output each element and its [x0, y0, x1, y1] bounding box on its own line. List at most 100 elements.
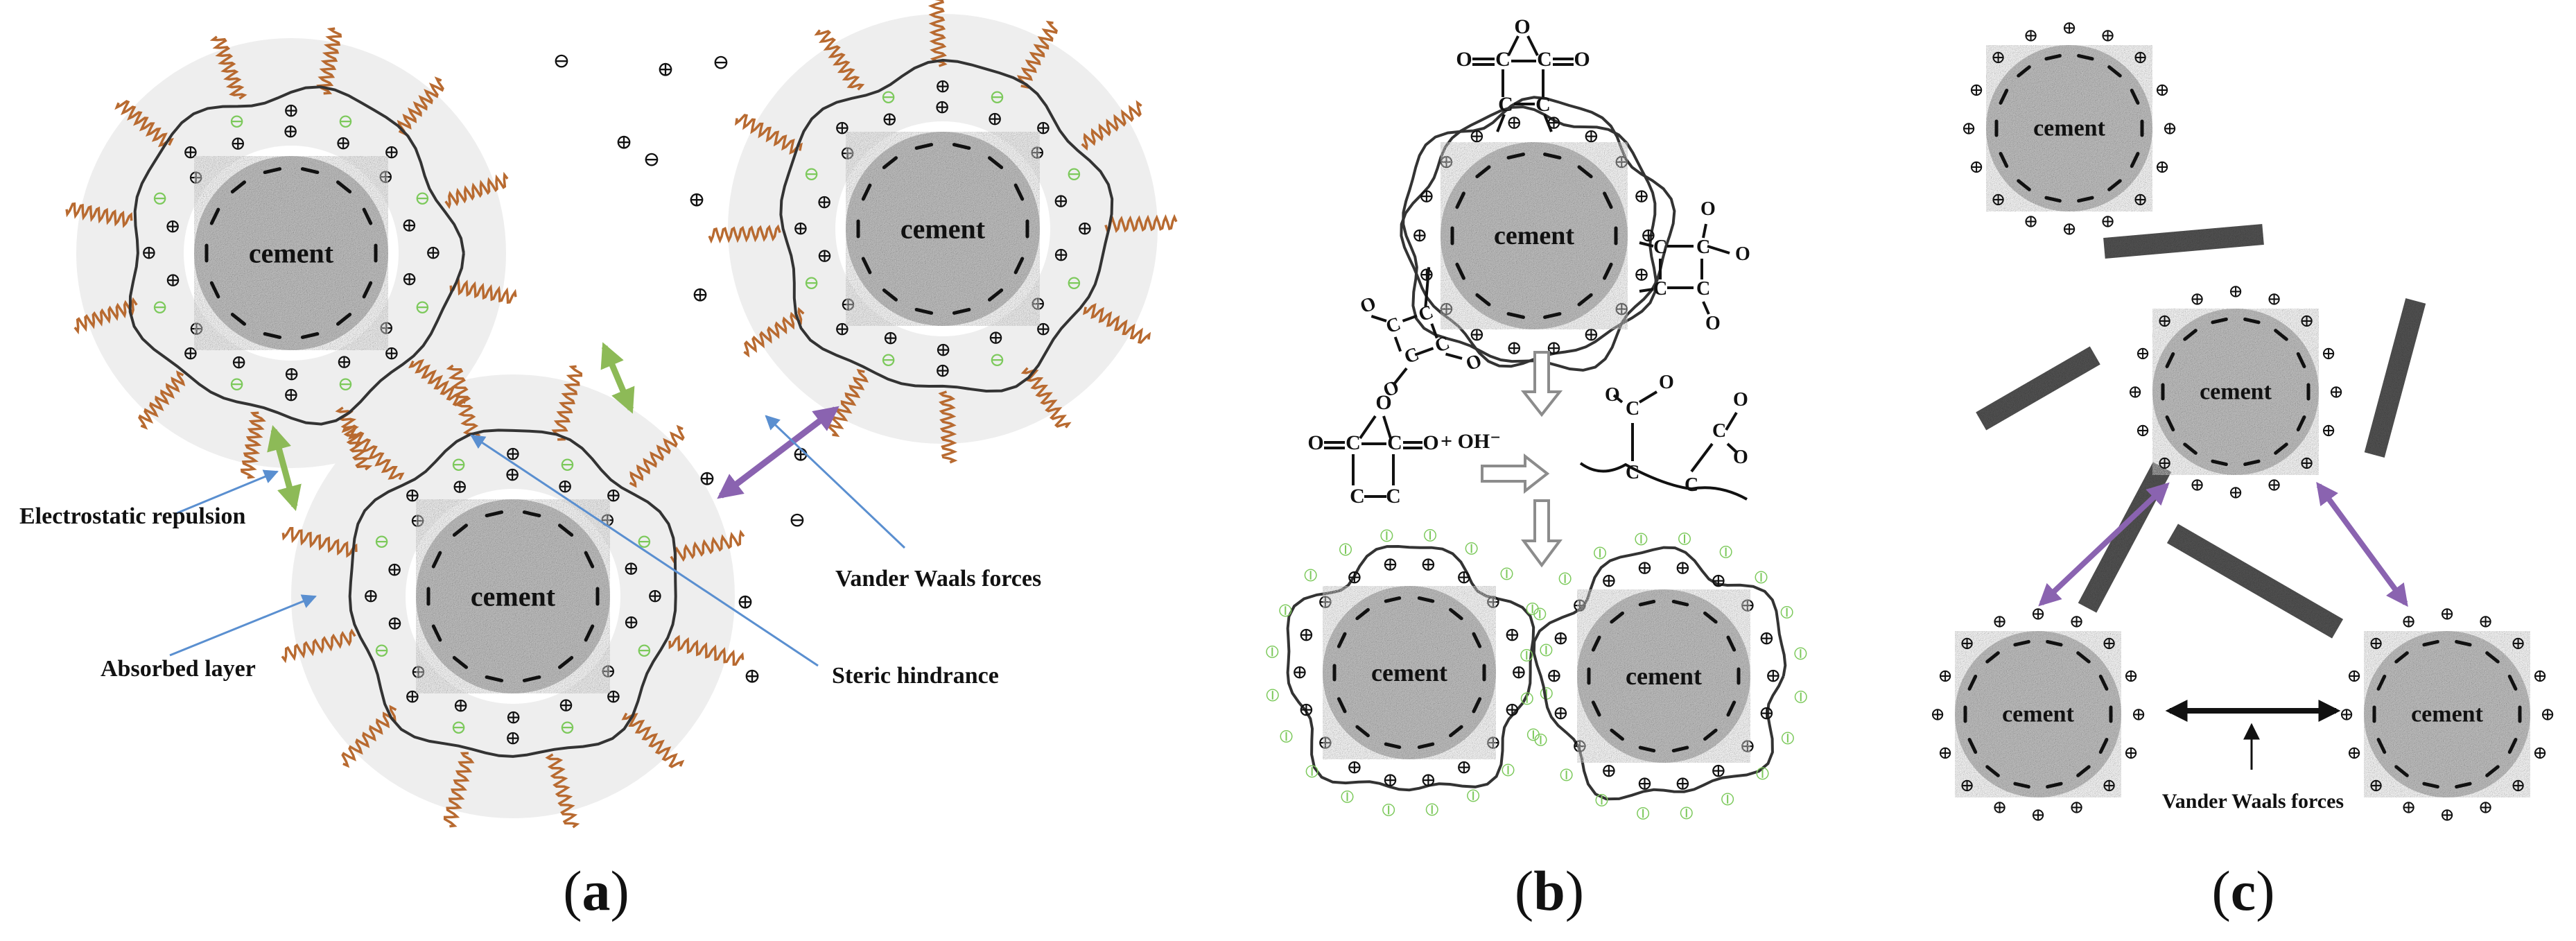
positive-charge-symbol: ⊕ [165, 270, 181, 291]
wavy-side-chain [443, 752, 475, 828]
negative-charge-symbol: ⊖ [374, 640, 390, 662]
polymer-charge-symbol: ⦶ [1756, 763, 1769, 784]
polymer-charge-symbol: ⦶ [1526, 725, 1540, 745]
cement-label: cement [249, 238, 334, 269]
positive-charge-symbol: ⊕ [988, 327, 1004, 349]
polymer-charge-symbol: ⦶ [1502, 760, 1515, 780]
positive-charge-symbol: ⊕ [2133, 189, 2148, 209]
negative-charge-symbol: ⊖ [559, 454, 575, 476]
positive-charge-symbol: ⊕ [2162, 119, 2177, 139]
positive-charge-symbol: ⊕ [1969, 80, 1984, 100]
negative-charge-symbol: ⊖ [152, 188, 168, 209]
negative-charge-bar [431, 551, 442, 569]
wavy-side-chain [281, 628, 356, 664]
polymer-charge-symbol: ⦶ [1339, 539, 1352, 560]
negative-charge-bar [1543, 312, 1562, 319]
positive-charge-symbol: ⊕ [164, 216, 180, 237]
wavy-side-chain [928, 0, 948, 67]
positive-charge-symbol: ⊕ [1504, 700, 1520, 721]
svg-text:C: C [1685, 474, 1698, 496]
positive-charge-symbol: ⊕ [1418, 264, 1434, 286]
negative-charge-bar [1013, 183, 1025, 201]
polymer-charge-symbol: ⦶ [1721, 789, 1734, 809]
positive-charge-symbol: ⊕ [2190, 474, 2205, 494]
polymer-charge-symbol: ⦶ [1465, 539, 1478, 559]
negative-charge-bar [209, 281, 220, 299]
label-steric-hindrance: Steric hindrance [832, 663, 999, 689]
polymer-charge-symbol: ⦶ [1678, 529, 1691, 549]
positive-charge-symbol: ⊕ [2511, 775, 2526, 795]
positive-charge-symbol: ⊕ [2157, 453, 2173, 473]
negative-charge-bar [2076, 765, 2091, 777]
negative-charge-bar [1449, 725, 1463, 738]
wavy-side-chain [708, 224, 781, 244]
negative-charge-bar [2485, 651, 2500, 664]
positive-charge-symbol: ⊕ [1969, 157, 1984, 177]
negative-charge-bar [452, 524, 469, 537]
leader-electrostatic [176, 469, 279, 515]
negative-charge-bar [522, 675, 541, 682]
negative-charge-bar [2422, 782, 2439, 789]
negative-charge-bar [1610, 611, 1624, 624]
negative-charge-symbol: ⊖ [880, 87, 896, 108]
positive-charge-symbol: ⊕ [1382, 554, 1398, 576]
positive-charge-symbol: ⊕ [623, 612, 639, 634]
negative-charge-bar [2183, 442, 2198, 455]
particles-b: ⊕⊕⊕⊕⊕⊕⊕⊕⊕⊕⊕⊕⊕⊕⊕⊕⊕⊕cement⊕⊕⊕⊕⊕⊕⊕⊕⊕⊕⊕⊕⊕⊕⊕⊕… [1266, 96, 1807, 823]
positive-charge-symbol: ⊕ [2299, 453, 2315, 473]
negative-charge-bar [1475, 165, 1491, 179]
polymer-charge-symbol: ⦶ [1534, 730, 1547, 750]
polymer-charge-symbol: ⦶ [1526, 598, 1539, 619]
polymer-charge-symbol: ⦶ [1423, 526, 1436, 546]
leader-steric [470, 434, 819, 667]
polymer-charge-symbol: ⦶ [1593, 543, 1606, 563]
positive-charge-symbol: ⊕ [935, 339, 951, 361]
positive-charge-symbol: ⊕ [834, 318, 850, 340]
positive-charge-symbol: ⊕ [600, 661, 616, 682]
polymer-charge-symbol: ⦶ [1558, 569, 1572, 589]
positive-charge-symbol: ⊕ [2339, 705, 2354, 725]
cement-core [1323, 586, 1496, 759]
negative-charge-bar [2485, 765, 2500, 777]
svg-text:O: O [1307, 431, 1323, 454]
negative-charge-bar [1384, 742, 1402, 750]
positive-charge-symbol: ⊕ [2439, 604, 2455, 624]
wavy-side-chain [938, 390, 958, 464]
negative-charge-bar [2107, 179, 2122, 191]
negative-charge-bar [1384, 596, 1402, 603]
polymer-slab [2103, 224, 2264, 259]
positive-charge-symbol: ⊕ [934, 97, 950, 119]
positive-charge-symbol: ⊕ [1291, 662, 1307, 684]
negative-charge-bar [263, 331, 282, 339]
free-positive-ion: ⊕ [736, 591, 754, 614]
particle-a-1: ⊕⊖⊕⊖⊕⊖⊕⊖⊕⊖⊕⊖⊕⊖⊕⊖⊕⊕⊕⊕⊕⊕⊕⊕⊕⊕⊕⊕⊕⊕cement [128, 85, 465, 426]
svg-text:C: C [1696, 278, 1710, 300]
positive-charge-symbol: ⊕ [1077, 218, 1093, 240]
svg-text:O: O [1574, 48, 1590, 71]
positive-charge-symbol: ⊕ [1614, 299, 1630, 320]
positive-charge-symbol: ⊕ [2532, 743, 2548, 763]
wavy-side-chain [316, 27, 342, 95]
polymer-charge-symbol: ⦶ [1680, 803, 1693, 823]
positive-charge-symbol: ⊕ [404, 686, 420, 707]
positive-charge-symbol: ⊕ [1601, 760, 1617, 782]
negative-charge-bar [861, 257, 872, 275]
negative-charge-bar [1417, 596, 1435, 603]
positive-charge-symbol: ⊕ [2024, 211, 2039, 231]
negative-charge-bar [1337, 632, 1347, 648]
negative-charge-bar [2455, 639, 2472, 647]
positive-charge-symbol: ⊕ [1583, 324, 1599, 345]
positive-charge-symbol: ⊕ [2329, 382, 2344, 402]
negative-charge-bar [2507, 738, 2518, 754]
svg-text:C: C [1350, 485, 1365, 508]
negative-charge-bar [557, 524, 574, 537]
positive-charge-symbol: ⊕ [834, 118, 850, 139]
svg-text:C: C [1626, 462, 1639, 483]
positive-charge-symbol: ⊕ [2401, 797, 2417, 817]
polymer-charge-symbol: ⦶ [1304, 565, 1317, 585]
negative-charge-bar [2130, 88, 2140, 105]
svg-text:C: C [1653, 278, 1667, 300]
positive-charge-symbol: ⊕ [188, 167, 204, 189]
positive-charge-symbol: ⊕ [2030, 604, 2046, 624]
